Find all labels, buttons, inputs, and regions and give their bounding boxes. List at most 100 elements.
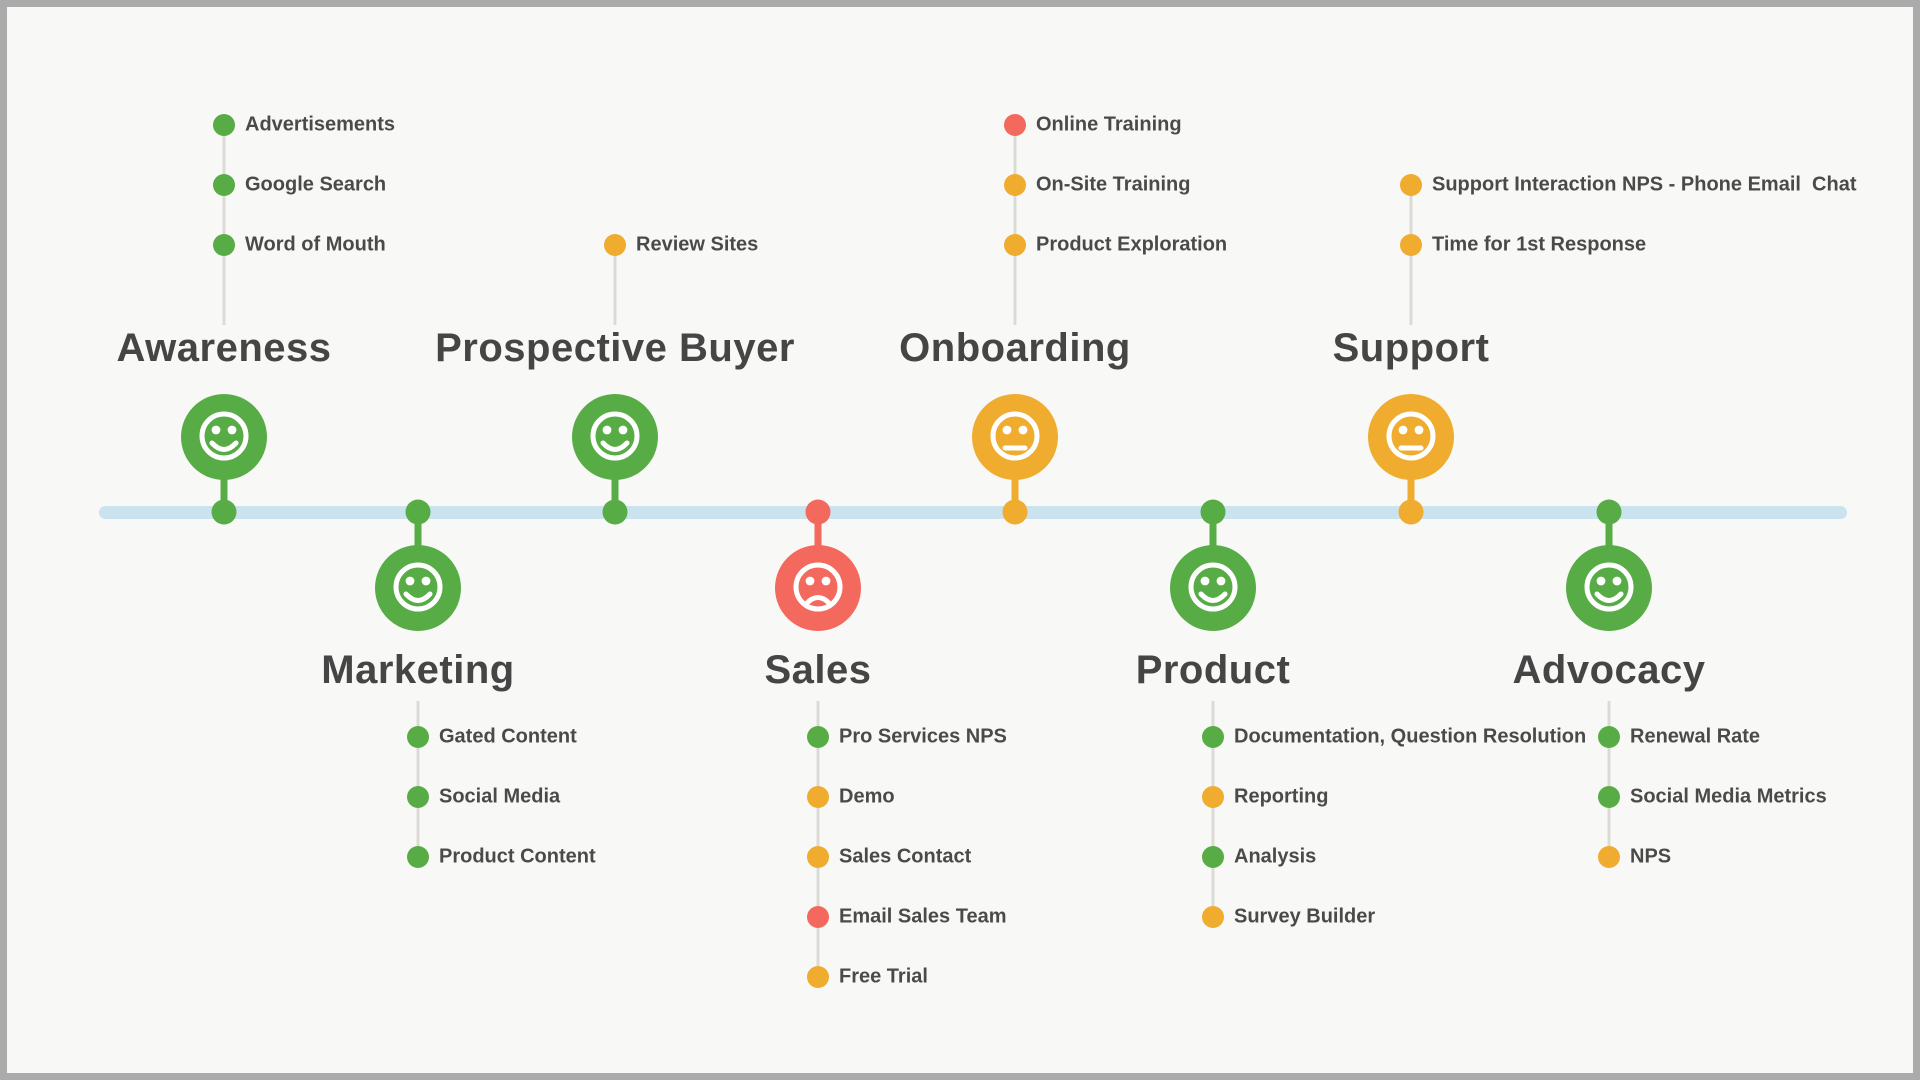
item-dot (1598, 846, 1620, 868)
frown-mouth (803, 595, 833, 607)
item-label: On-Site Training (1036, 173, 1191, 196)
smiley-neutral-icon (1386, 411, 1436, 461)
item-label: Support Interaction NPS - Phone Email Ch… (1432, 173, 1857, 196)
item-dot (1400, 174, 1422, 196)
smile-mouth (1594, 591, 1624, 603)
stage-mood-badge (1368, 394, 1454, 480)
item-label: Renewal Rate (1630, 725, 1761, 748)
item-dot (1004, 114, 1026, 136)
item-label: Google Search (245, 173, 387, 196)
stage-stem (611, 475, 619, 512)
item-dot (1202, 786, 1224, 808)
item-dot (1598, 786, 1620, 808)
stage-mood-badge (572, 394, 658, 480)
item-dot (807, 726, 829, 748)
timeline-dot (805, 499, 831, 525)
item-dot (407, 786, 429, 808)
smile-mouth (600, 440, 630, 452)
stage-title: Awareness (116, 326, 332, 370)
stage-mood-badge (1170, 545, 1256, 631)
stage-mood-badge (375, 545, 461, 631)
item-dot (213, 234, 235, 256)
item-label: Time for 1st Response (1432, 233, 1647, 256)
smiley-sad-icon (793, 562, 843, 612)
item-dot (1004, 234, 1026, 256)
item-label: Pro Services NPS (839, 725, 1007, 748)
item-dot (1202, 846, 1224, 868)
smiley-happy-icon (590, 411, 640, 461)
item-connector-line (816, 701, 820, 977)
item-dot (807, 846, 829, 868)
item-label: Online Training (1036, 113, 1182, 136)
item-label: Documentation, Question Resolution (1234, 725, 1587, 748)
item-label: NPS (1630, 845, 1672, 868)
item-connector-line (222, 125, 226, 325)
smiley-happy-icon (199, 411, 249, 461)
item-label: Gated Content (439, 725, 577, 748)
item-label: Advertisements (245, 113, 396, 136)
item-dot (807, 906, 829, 928)
stage-stem (814, 512, 822, 550)
item-dot (407, 726, 429, 748)
timeline-dot (1002, 499, 1028, 525)
stage-title: Advocacy (1512, 648, 1706, 692)
stage-mood-badge (775, 545, 861, 631)
item-dot (807, 966, 829, 988)
stage-stem (1209, 512, 1217, 550)
item-dot (1202, 726, 1224, 748)
item-label: Sales Contact (839, 845, 972, 868)
stage-stem (1011, 475, 1019, 512)
stage-title: Product (1135, 648, 1291, 692)
item-label: Product Content (439, 845, 596, 868)
item-label: Reporting (1234, 785, 1329, 808)
smile-mouth (1198, 591, 1228, 603)
timeline-dot (211, 499, 237, 525)
stage-title: Sales (764, 648, 872, 692)
timeline-dot (602, 499, 628, 525)
item-connector-line (613, 245, 617, 325)
item-dot (1400, 234, 1422, 256)
smile-mouth (403, 591, 433, 603)
item-label: Email Sales Team (839, 905, 1007, 928)
stage-title: Marketing (321, 648, 515, 692)
item-dot (1004, 174, 1026, 196)
smiley-happy-icon (1188, 562, 1238, 612)
item-label: Demo (839, 785, 895, 808)
stage-stem (220, 475, 228, 512)
smiley-happy-icon (393, 562, 443, 612)
stage-title: Prospective Buyer (435, 326, 795, 370)
smile-mouth (209, 440, 239, 452)
item-label: Social Media Metrics (1630, 785, 1827, 808)
item-connector-line (1607, 701, 1611, 857)
item-label: Survey Builder (1234, 905, 1376, 928)
smiley-happy-icon (1584, 562, 1634, 612)
item-dot (807, 786, 829, 808)
item-connector-line (1013, 125, 1017, 325)
item-label: Social Media (439, 785, 561, 808)
item-dot (1202, 906, 1224, 928)
item-dot (1598, 726, 1620, 748)
stage-mood-badge (181, 394, 267, 480)
stage-title: Support (1332, 326, 1490, 370)
timeline-bar (99, 506, 1847, 519)
stage-title: Onboarding (899, 326, 1131, 370)
stage-stem (1407, 475, 1415, 512)
stage-stem (414, 512, 422, 550)
item-dot (213, 174, 235, 196)
stage-stem (1605, 512, 1613, 550)
item-dot (604, 234, 626, 256)
item-label: Review Sites (636, 233, 759, 256)
stage-mood-badge (1566, 545, 1652, 631)
item-label: Free Trial (839, 965, 928, 988)
item-label: Analysis (1234, 845, 1317, 868)
item-connector-line (1211, 701, 1215, 917)
timeline-dot (1596, 499, 1622, 525)
timeline-dot (1398, 499, 1424, 525)
stage-mood-badge (972, 394, 1058, 480)
smiley-neutral-icon (990, 411, 1040, 461)
timeline-dot (1200, 499, 1226, 525)
item-dot (407, 846, 429, 868)
item-label: Product Exploration (1036, 233, 1228, 256)
timeline-dot (405, 499, 431, 525)
